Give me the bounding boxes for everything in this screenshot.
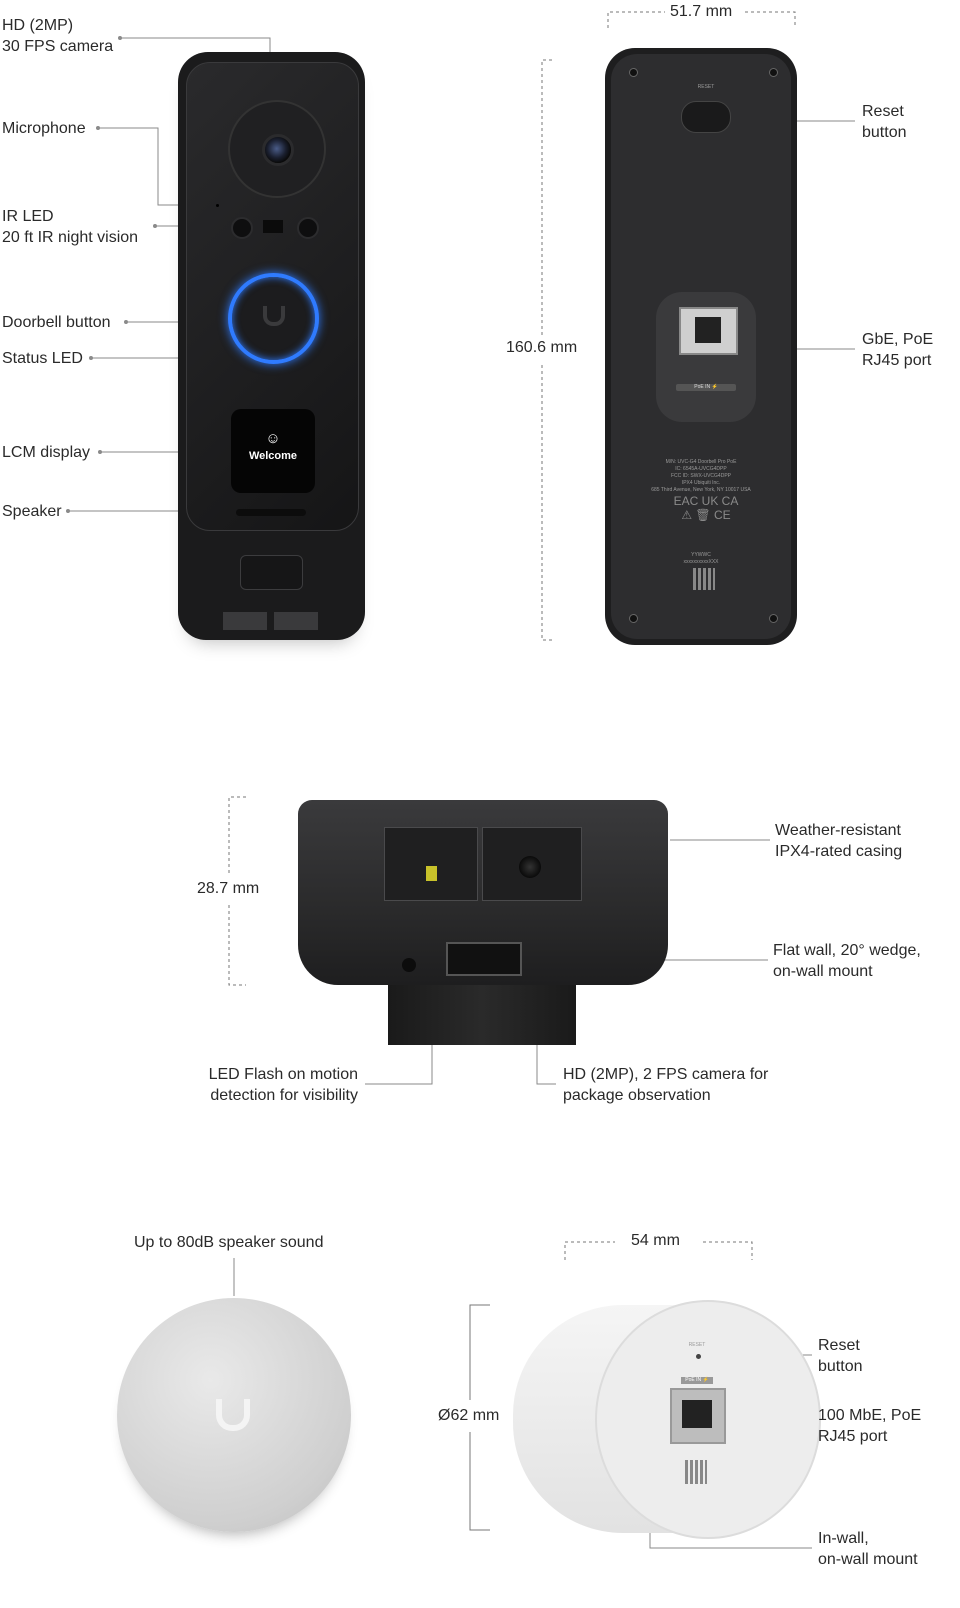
label-status-led: Status LED (2, 350, 83, 367)
package-lens-icon (519, 856, 541, 878)
qr-code-icon (693, 568, 715, 590)
screw-icon (769, 614, 778, 623)
led-flash-window (384, 827, 478, 901)
label-doorbell-button: Doorbell button (2, 314, 111, 331)
regulatory-text: M/N: UVC-G4 Doorbell Pro PoE IC: 6545A-U… (651, 459, 751, 493)
ir-led-left (231, 217, 253, 239)
doorbell-back: RESET PoE IN ⚡ M/N: UVC-G4 Doorbell Pro … (605, 48, 797, 645)
chime-rj45-port-icon[interactable] (670, 1388, 726, 1444)
dim-width-chime (564, 1241, 615, 1260)
dim-height-label: 160.6 mm (506, 339, 578, 356)
rj45-port-icon[interactable] (679, 307, 738, 355)
dim-height-pkg-label: 28.7 mm (197, 880, 260, 897)
chime-speaker-fabric (117, 1298, 351, 1532)
chime-back-face: RESET PoE IN ⚡ (595, 1300, 821, 1539)
front-glass-panel: ☺ Welcome (186, 62, 359, 531)
poe-in-print: PoE IN ⚡ (676, 384, 736, 391)
chime-poe-in-print: PoE IN ⚡ (681, 1377, 713, 1384)
label-camera: HD (2MP)30 FPS camera (2, 17, 114, 55)
label-mount: Flat wall, 20° wedge,on-wall mount (773, 942, 921, 980)
led-flash-icon (426, 866, 437, 881)
bottom-sensor-left (223, 612, 267, 630)
label-speaker: Speaker (2, 503, 62, 520)
package-camera-window (482, 827, 582, 901)
label-microphone: Microphone (2, 120, 86, 137)
lcm-display: ☺ Welcome (231, 409, 315, 493)
bottom-latch (240, 555, 303, 590)
doorbell-button[interactable] (228, 273, 319, 364)
dim-width-chime-label: 54 mm (631, 1232, 680, 1249)
smiley-icon: ☺ (265, 430, 281, 447)
port-recess: PoE IN ⚡ (656, 292, 756, 422)
camera-lens-icon (262, 134, 294, 166)
dim-diameter-chime (469, 1304, 490, 1400)
dim-width-back (607, 11, 665, 28)
certification-marks: EAC UK CA ⚠ 🗑 CE (673, 494, 739, 522)
doorbell-front: ☺ Welcome (178, 52, 365, 640)
usb-port (446, 942, 522, 976)
dim-height-pkg (228, 796, 246, 875)
mount-hole (402, 958, 416, 972)
label-chime-speaker: Up to 80dB speaker sound (134, 1234, 324, 1251)
ir-sensor (263, 220, 283, 233)
reset-button[interactable] (681, 101, 731, 133)
lcm-welcome-text: Welcome (248, 450, 298, 462)
dim-width-label: 51.7 mm (670, 3, 733, 20)
microphone-hole (216, 204, 219, 207)
ir-led-right (297, 217, 319, 239)
chime-reset-button[interactable] (696, 1354, 701, 1359)
bottom-sensor-right (274, 612, 318, 630)
callout-chime-mount (649, 1530, 812, 1549)
ubiquiti-logo-icon (216, 1399, 250, 1431)
dim-height-back (541, 59, 552, 335)
dim-diameter-chime-label: Ø62 mm (438, 1407, 500, 1424)
speaker-grille (236, 509, 306, 516)
screw-icon (769, 68, 778, 77)
chime-reset-print: RESET (688, 1342, 706, 1348)
screw-icon (629, 68, 638, 77)
chime-qr-code-icon (685, 1460, 707, 1484)
reset-print: RESET (697, 84, 715, 90)
screw-icon (629, 614, 638, 623)
label-chime-mount: In-wall,on-wall mount (818, 1530, 918, 1568)
weee-icon: ⚠ 🗑 (681, 508, 711, 522)
label-lcm-display: LCM display (2, 444, 91, 461)
package-camera-body (298, 800, 668, 985)
ubiquiti-logo-icon (263, 306, 285, 326)
back-plate: RESET PoE IN ⚡ M/N: UVC-G4 Doorbell Pro … (611, 54, 791, 639)
